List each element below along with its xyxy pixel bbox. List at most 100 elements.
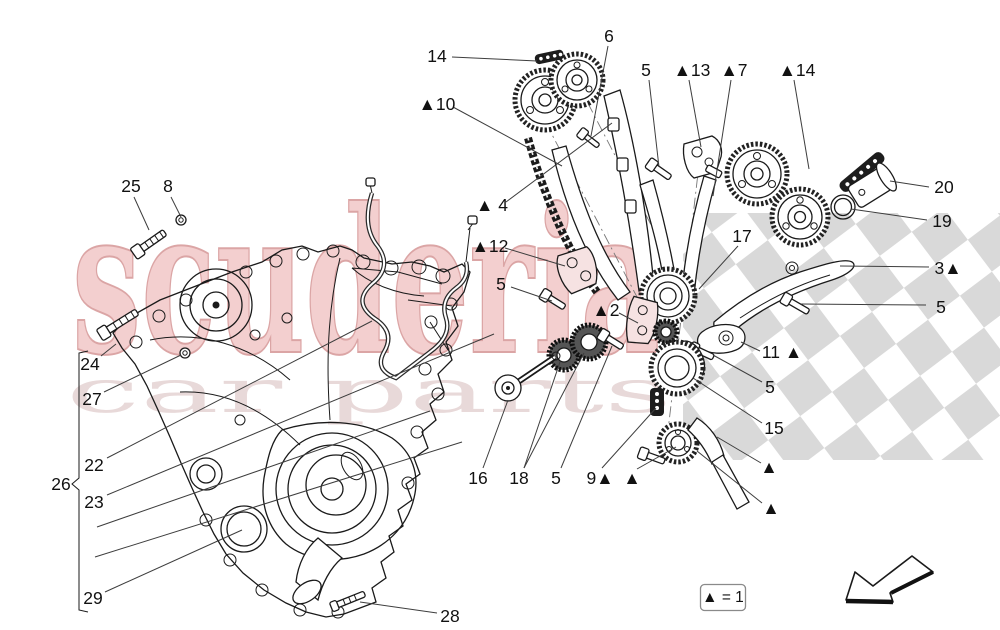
part-label-4: ▲ 4 [476, 195, 508, 215]
leader-line [510, 286, 553, 302]
crankcase-cover-drawing [112, 244, 471, 619]
checker-square [752, 528, 808, 584]
loose-fasteners [96, 214, 191, 359]
checker-square [840, 311, 897, 368]
bolt-25 [130, 229, 167, 260]
checker-square [879, 32, 935, 88]
part-label-3: 3▲ [934, 258, 961, 278]
bush-20 [847, 162, 897, 208]
checker-square [776, 360, 833, 417]
part-label-27: 27 [82, 389, 101, 409]
watermark-subtitle: car parts [66, 357, 672, 427]
chain-link-14-right [839, 152, 885, 192]
leader-line [104, 529, 243, 593]
cover-gasket [360, 177, 478, 381]
o-ring-19 [830, 194, 856, 220]
leader-line [523, 361, 561, 469]
seal-ring [220, 505, 268, 553]
group-26-bracket [71, 350, 89, 613]
checkered-flag-watermark [683, 32, 1000, 630]
leader-line [505, 122, 613, 203]
tensioner-2 [625, 295, 659, 345]
leader-lines [94, 45, 930, 614]
checker-square [944, 383, 1000, 440]
checker-square [855, 213, 912, 256]
part-label-26: 26 [51, 474, 70, 494]
checker-square [992, 447, 1000, 460]
checker-square [745, 584, 801, 630]
nut-8 [175, 214, 187, 226]
part-label-19: 19 [932, 211, 951, 231]
checker-square [683, 456, 705, 460]
cover-ribs [149, 257, 341, 446]
part-label-14: ▲14 [779, 60, 816, 80]
checker-square [911, 213, 968, 264]
checker-square [815, 80, 871, 136]
leader-line [716, 436, 762, 464]
idler-shaft-16 [494, 351, 561, 402]
leader-line [106, 333, 495, 496]
leader-line [560, 345, 613, 469]
bolt-5-tensioner13 [644, 157, 672, 181]
part-label-22: 22 [84, 455, 103, 475]
checker-square [896, 319, 953, 376]
part-label-5: 5 [641, 60, 651, 80]
checker-square [903, 263, 960, 320]
checker-square [824, 423, 881, 460]
leader-line [712, 79, 732, 197]
part-label-triangle: ▲ [623, 468, 640, 488]
leader-line [170, 196, 182, 218]
leader-line [601, 407, 657, 469]
leader-line [850, 208, 928, 221]
checker-square [975, 213, 1000, 216]
leader-line [618, 312, 639, 324]
leader-line [590, 45, 609, 137]
part-label-9: 9▲ [586, 468, 613, 488]
bolt-5-arm3 [779, 291, 810, 315]
part-label-7: ▲7 [720, 60, 747, 80]
chain-link-14-left [534, 49, 564, 65]
legend: ▲ = 1 [699, 583, 747, 612]
cam-phaser-right-b [769, 186, 831, 248]
part-label-11: 11 ▲ [762, 342, 802, 362]
leader-line [740, 341, 761, 352]
plug-27 [179, 347, 191, 359]
part-label-15: 15 [764, 418, 783, 438]
part-label-5: 5 [765, 377, 775, 397]
leader-line [482, 399, 509, 469]
leader-line [451, 56, 538, 62]
part-label-5: 5 [551, 468, 561, 488]
part-label-25: 25 [121, 176, 140, 196]
cover-bolt-holes [129, 244, 458, 619]
leader-line [889, 180, 930, 188]
water-outlet-pipe [292, 537, 344, 605]
back-arrow-icon [845, 555, 934, 605]
leader-line [692, 377, 763, 424]
checker-square [832, 367, 889, 424]
tensioner-12 [556, 245, 598, 295]
part-label-10: ▲10 [419, 94, 456, 114]
checker-square [888, 375, 945, 432]
idler-gear-stack [652, 318, 680, 346]
leader-line [103, 354, 182, 393]
leader-line [452, 106, 563, 167]
cam-phaser-left-b [548, 51, 606, 109]
guide-shoe [687, 417, 750, 510]
part-label-20: 20 [934, 177, 954, 197]
part-label-5: 5 [936, 297, 946, 317]
cover-outline [112, 245, 471, 618]
part-label-14: 14 [427, 46, 447, 66]
part-label-29: 29 [83, 588, 102, 608]
chain-guide-4 [551, 145, 631, 301]
legend-text: ▲ = 1 [702, 589, 744, 606]
oil-pump-boss [189, 457, 223, 491]
leader-line [800, 303, 927, 306]
part-label-17: 17 [732, 226, 751, 246]
checker-square [967, 215, 1000, 272]
part-label-12: ▲12 [472, 236, 509, 256]
cover-bracket-arms [351, 267, 453, 351]
leader-line [133, 196, 150, 231]
checker-square [768, 416, 825, 460]
bolt-6 [576, 127, 600, 148]
